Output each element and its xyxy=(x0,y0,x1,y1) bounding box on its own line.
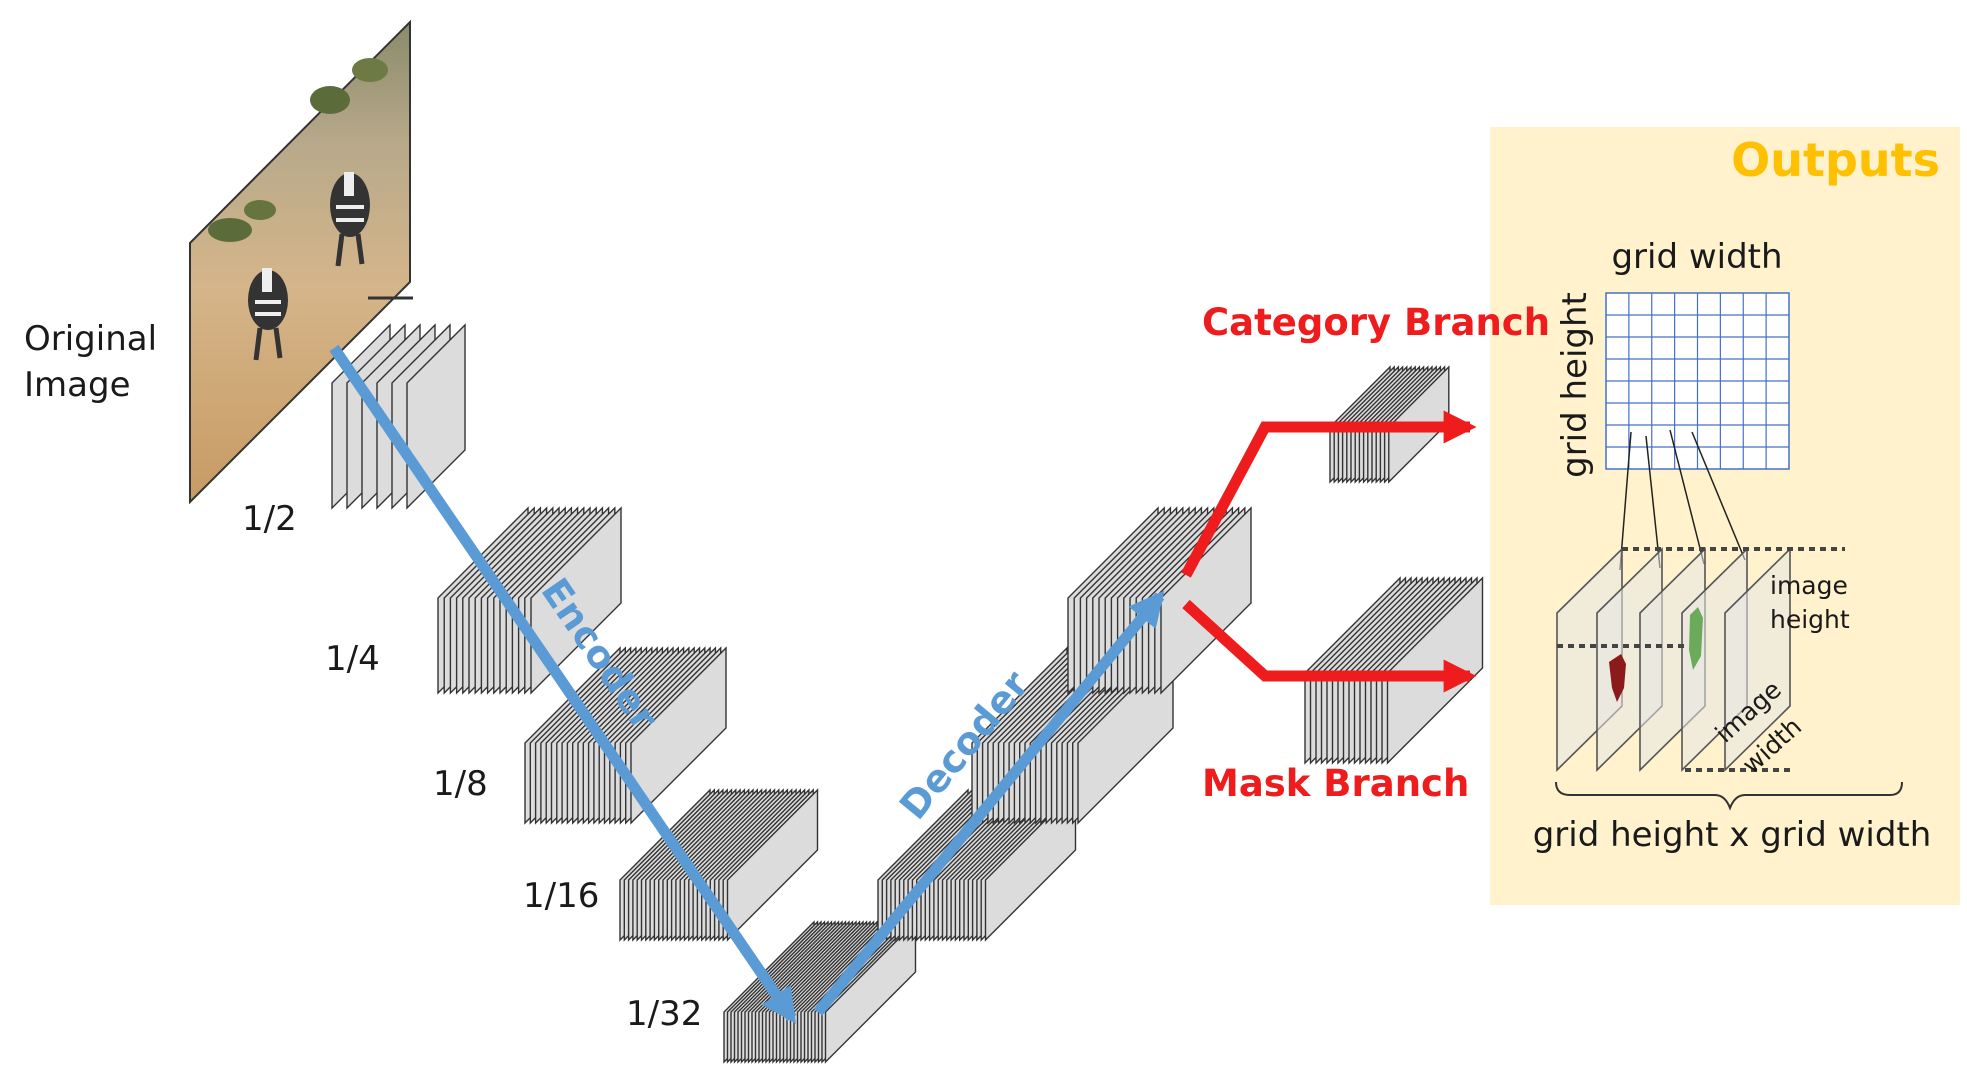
zebra-shape xyxy=(330,172,370,267)
original-image-label-line1: Original xyxy=(24,319,157,359)
feature-map-1-32 xyxy=(723,920,917,1064)
outputs-panel-background xyxy=(1490,127,1960,905)
outputs-title: Outputs xyxy=(1731,133,1940,187)
red-instance-mask xyxy=(1609,654,1626,702)
scale-label-1-8: 1/8 xyxy=(433,764,488,804)
grid-height-label: grid height xyxy=(1555,292,1595,478)
feature-map-slice xyxy=(726,788,819,942)
mask-branch-label: Mask Branch xyxy=(1202,762,1469,805)
decoder-feature-map-1-16 xyxy=(877,788,1077,942)
category-branch-arrow xyxy=(1181,410,1477,578)
green-instance-mask xyxy=(1689,607,1703,670)
feature-map-1-4 xyxy=(437,506,622,695)
mask-stack xyxy=(1556,547,1845,772)
original-image xyxy=(189,19,413,505)
grid-to-mask-connectors xyxy=(1619,429,1746,571)
mask-branch-arrow xyxy=(1182,599,1477,693)
original-image-label-line2: Image xyxy=(24,365,130,405)
image-height-label-line1: image xyxy=(1770,571,1848,600)
scale-label-1-2: 1/2 xyxy=(242,499,297,539)
grid-width-label: grid width xyxy=(1611,237,1782,277)
tree-shape xyxy=(208,218,252,242)
category-branch-label: Category Branch xyxy=(1202,301,1550,344)
scale-label-1-32: 1/32 xyxy=(626,994,702,1034)
feature-map-1-2 xyxy=(331,323,466,510)
image-height-label-line2: height xyxy=(1770,605,1850,634)
feature-map-slice xyxy=(630,646,727,825)
tree-shape xyxy=(310,86,350,114)
scale-label-1-4: 1/4 xyxy=(325,639,380,679)
encoder-arrow xyxy=(329,344,797,1024)
grid-product-label: grid height x grid width xyxy=(1533,815,1932,855)
grid-product-brace xyxy=(1555,781,1903,811)
feature-map-1-8 xyxy=(524,646,727,825)
category-grid xyxy=(1605,292,1790,470)
tree-shape xyxy=(244,200,276,220)
zebra-shape xyxy=(248,268,288,361)
decoder-arrow xyxy=(813,590,1165,1016)
outputs-panel: Outputs xyxy=(1490,127,1960,905)
tree-shape xyxy=(352,58,388,82)
scale-label-1-16: 1/16 xyxy=(523,876,599,916)
